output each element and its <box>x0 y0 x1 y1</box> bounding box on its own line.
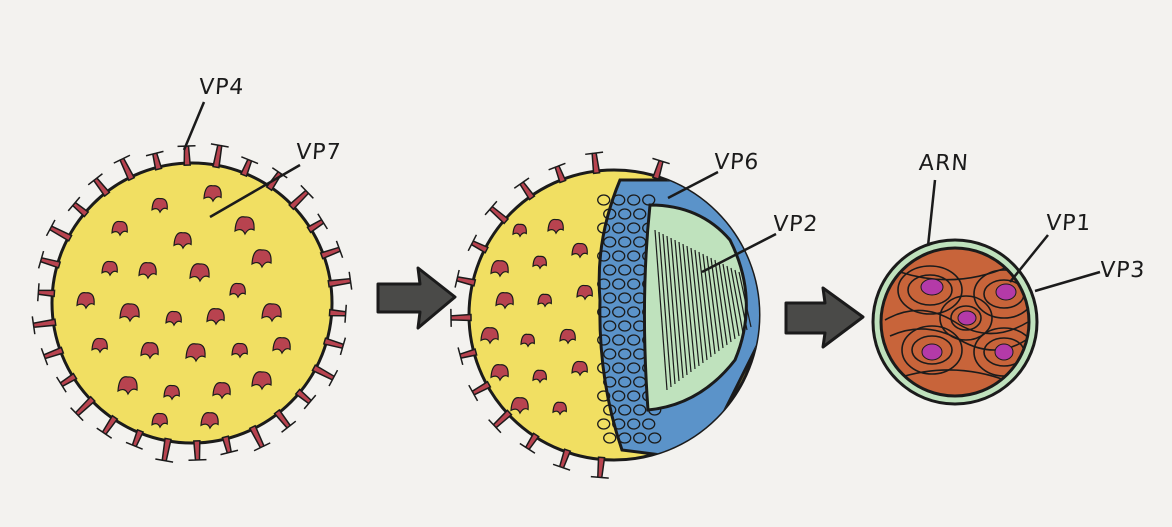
label-vp1: VP1 <box>1045 211 1092 236</box>
label-arn: ARN <box>918 151 970 176</box>
label-vp3: VP3 <box>1099 258 1146 283</box>
label-vp4: VP4 <box>198 75 245 100</box>
label-vp7: VP7 <box>295 140 342 165</box>
label-vp2: VP2 <box>772 212 819 237</box>
label-vp6: VP6 <box>713 150 760 175</box>
